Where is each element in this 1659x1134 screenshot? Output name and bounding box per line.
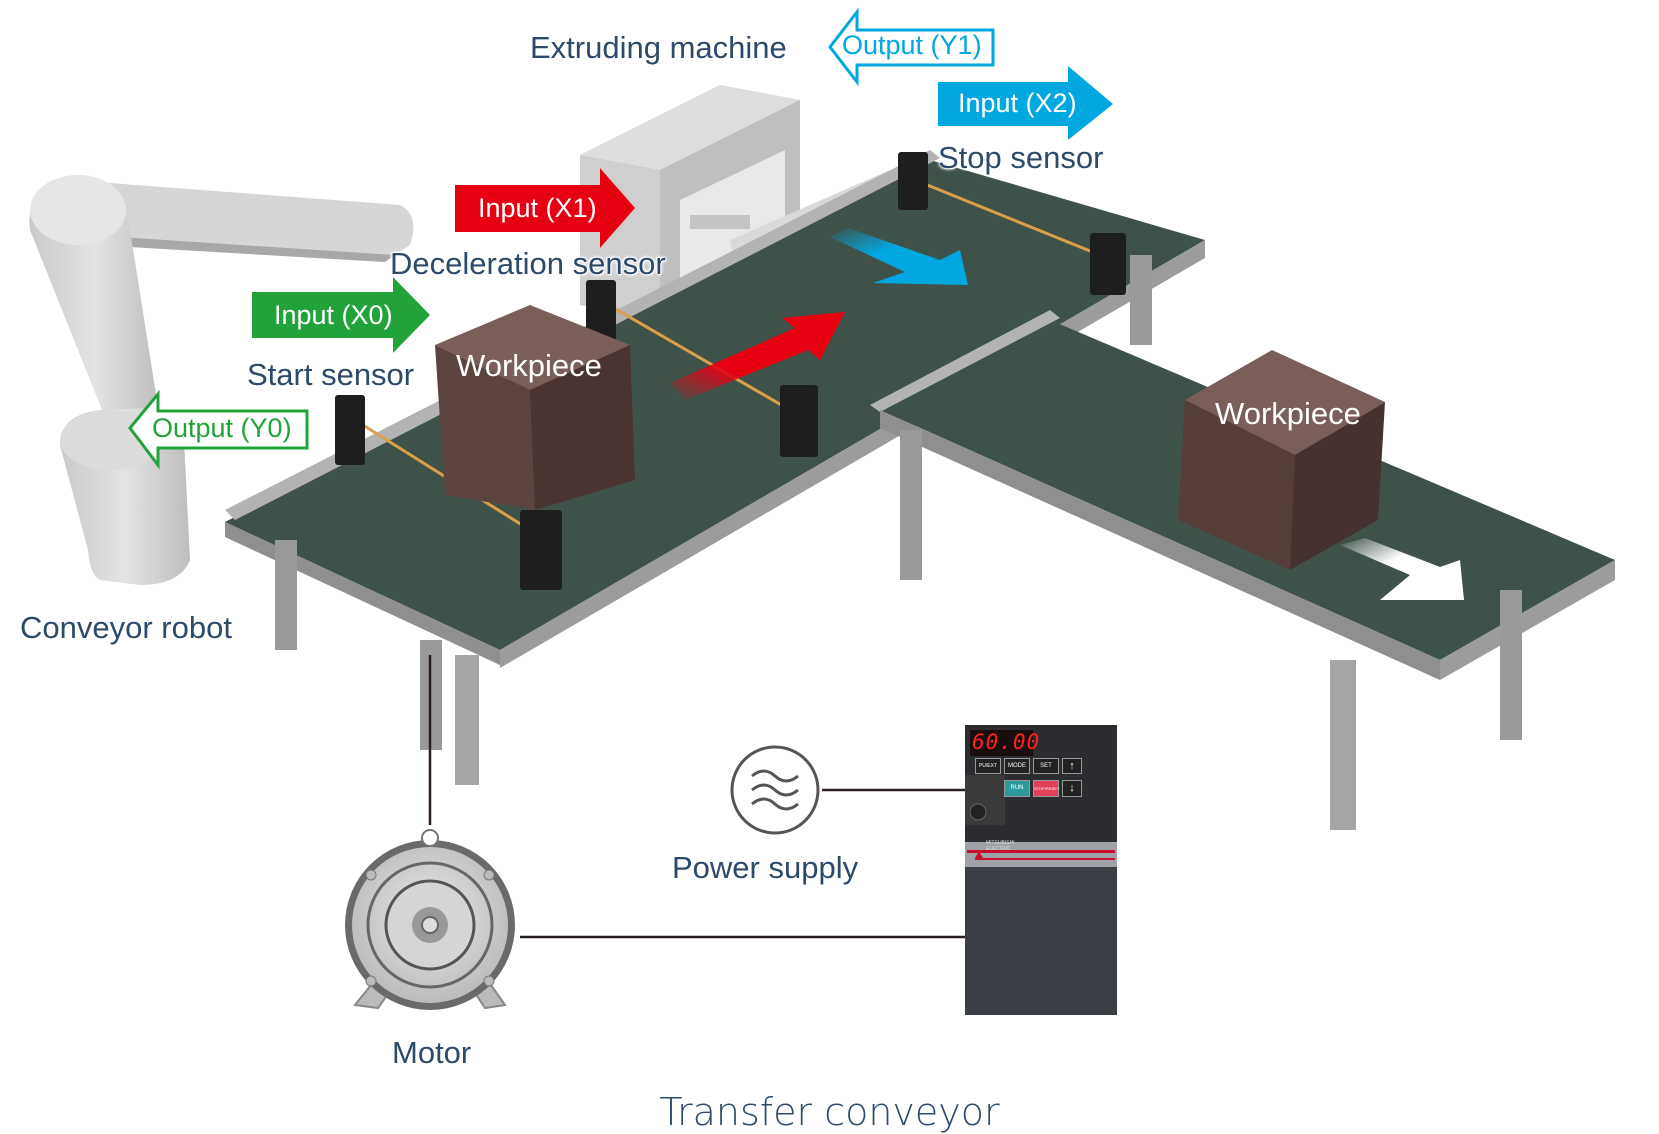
blue-direction-arrow: [830, 228, 968, 285]
motor-icon: [345, 829, 515, 1010]
motor-label: Motor: [392, 1035, 472, 1070]
input-x2-label: Input (X2): [958, 88, 1077, 118]
start-sensor-label: Start sensor: [247, 357, 415, 392]
decel-sensor-receiver: [780, 385, 818, 457]
power-supply-label: Power supply: [672, 850, 859, 885]
set-button[interactable]: SET: [1033, 758, 1059, 774]
down-button[interactable]: ↓: [1062, 780, 1082, 797]
output-y1-arrow: [828, 7, 995, 87]
extruding-machine-label: Extruding machine: [530, 30, 787, 65]
output-y1-label: Output (Y1): [842, 30, 982, 60]
white-direction-arrow: [1340, 538, 1464, 600]
start-sensor-emitter: [335, 395, 365, 465]
stop-sensor-emitter: [898, 152, 928, 210]
mitsubishi-logo-text: MITSUBISHI ELECTRIC: [986, 840, 1015, 852]
run-button[interactable]: RUN: [1004, 780, 1030, 797]
pu-ext-button[interactable]: PU/EXT: [975, 758, 1001, 774]
start-sensor-receiver: [520, 510, 562, 590]
wiring: [428, 655, 965, 939]
workpiece-2-label: Workpiece: [1215, 396, 1361, 431]
input-x2-arrow: [938, 66, 1113, 140]
sensors: [335, 152, 1126, 590]
diagram-caption: Transfer conveyor: [659, 1090, 1000, 1134]
stop-sensor-receiver: [1090, 233, 1126, 295]
input-x0-label: Input (X0): [274, 300, 393, 330]
workpiece-1-label: Workpiece: [456, 348, 602, 383]
mode-button[interactable]: MODE: [1004, 758, 1030, 774]
input-x0-arrow: [252, 277, 430, 353]
inverter-display: 60.00: [972, 730, 1041, 754]
output-y0-arrow: [128, 389, 309, 470]
input-x1-arrow: [455, 168, 635, 248]
conveyor-robot-label: Conveyor robot: [20, 610, 232, 645]
decel-sensor-emitter: [586, 280, 616, 342]
red-direction-arrow: [670, 312, 845, 400]
ac-wave-icon: [730, 745, 820, 835]
input-x1-label: Input (X1): [478, 193, 597, 223]
workpiece-2-box: [1178, 350, 1385, 570]
output-y0-label: Output (Y0): [152, 413, 292, 443]
workpiece-1-box: [435, 305, 635, 510]
deceleration-sensor-label: Deceleration sensor: [390, 246, 666, 281]
stop-reset-button[interactable]: STOP/RESET: [1033, 780, 1059, 797]
up-button[interactable]: ↑: [1062, 758, 1082, 774]
sensor-beams: [354, 178, 1101, 532]
stop-sensor-label: Stop sensor: [938, 140, 1104, 175]
